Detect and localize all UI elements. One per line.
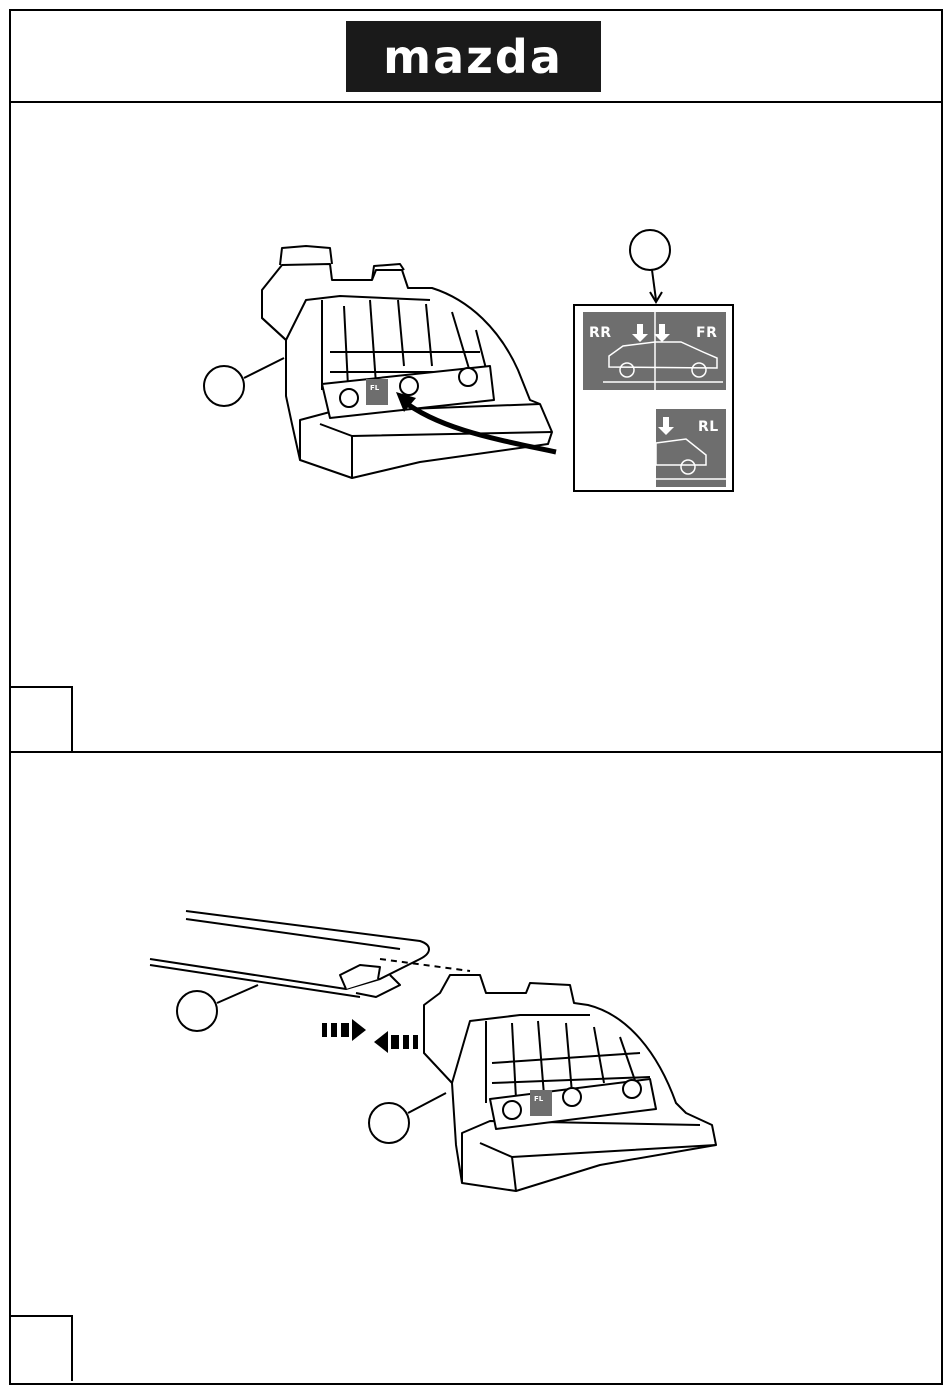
- step-1-number-box: [11, 686, 73, 751]
- sticker-label-2: FL: [534, 1095, 544, 1103]
- fl-sticker: FL: [366, 379, 388, 405]
- label-rr: RR: [589, 325, 612, 341]
- down-arrow-icon: [658, 417, 674, 435]
- foot-illustration-1: FL: [0, 0, 950, 760]
- label-rl: RL: [698, 419, 719, 435]
- callout-circle-foot: [204, 366, 244, 406]
- label-tile-rear-front: RR FR: [583, 312, 726, 390]
- push-together-arrows-icon: [322, 1019, 418, 1053]
- label-tile-rear-left: RL: [656, 409, 726, 487]
- position-label-inset: RR FR RL: [573, 304, 734, 492]
- car-side-drawing: [583, 312, 726, 390]
- down-arrow-icon: [632, 324, 648, 342]
- step-2-panel: FL: [0, 753, 950, 1393]
- callout-circle-label: [630, 230, 670, 270]
- label-fr: FR: [696, 325, 717, 341]
- sticker-label: FL: [370, 384, 380, 392]
- down-arrow-icon: [654, 324, 670, 342]
- bar-and-foot-illustration: FL: [0, 753, 950, 1383]
- fl-sticker-2: FL: [530, 1090, 552, 1116]
- step-2-number-box: [11, 1315, 73, 1381]
